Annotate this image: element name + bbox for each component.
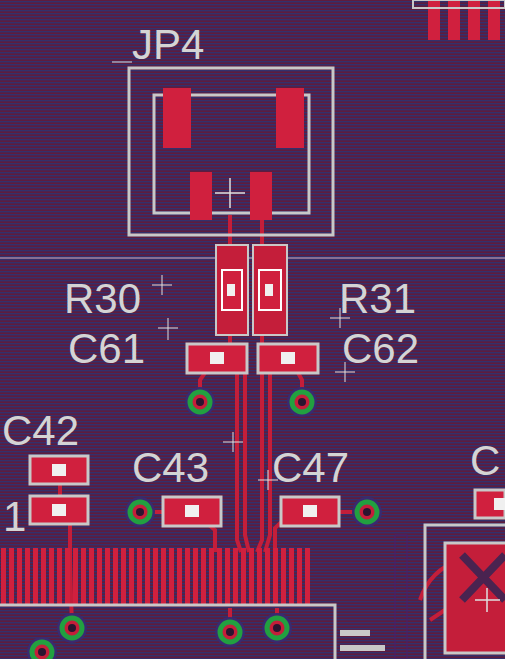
- capacitor-footprints: [30, 344, 505, 526]
- via-hole: [298, 398, 306, 406]
- ic-footprint: [0, 535, 407, 659]
- jumper-footprint: [129, 68, 333, 235]
- via-clearance: [57, 613, 87, 643]
- via: [220, 622, 240, 642]
- via-hole: [196, 398, 204, 406]
- part-label: C: [470, 440, 500, 482]
- via-clearance: [27, 637, 57, 659]
- via-hole: [136, 508, 144, 516]
- via-clearance: [185, 387, 215, 417]
- resistor-footprints: [216, 245, 287, 335]
- right-component: [425, 525, 505, 659]
- via-clearance: [215, 617, 245, 647]
- part-label: R31: [339, 278, 416, 320]
- via: [130, 502, 150, 522]
- origin-marks: [112, 62, 355, 490]
- via: [267, 618, 287, 638]
- via: [292, 392, 312, 412]
- part-label: C42: [2, 410, 79, 452]
- via: [62, 618, 82, 638]
- via: [357, 502, 377, 522]
- via-clearance: [287, 387, 317, 417]
- part-label: C61: [68, 328, 145, 370]
- via-hole: [363, 508, 371, 516]
- via-hole: [273, 624, 281, 632]
- small-marks: [340, 630, 385, 651]
- via: [32, 642, 52, 659]
- part-label: C47: [272, 447, 349, 489]
- via: [190, 392, 210, 412]
- via-hole: [68, 624, 76, 632]
- edge-fingers: [413, 0, 505, 40]
- capacitor-pads: [52, 352, 505, 517]
- via-clearance: [125, 497, 155, 527]
- via-hole: [226, 628, 234, 636]
- part-label: JP4: [132, 24, 204, 66]
- via-clearance: [262, 613, 292, 643]
- vias: [27, 387, 382, 659]
- via-clearance: [352, 497, 382, 527]
- via-hole: [38, 648, 46, 656]
- part-label: 1: [3, 496, 26, 538]
- part-label: C62: [342, 328, 419, 370]
- part-label: R30: [64, 278, 141, 320]
- part-label: C43: [132, 447, 209, 489]
